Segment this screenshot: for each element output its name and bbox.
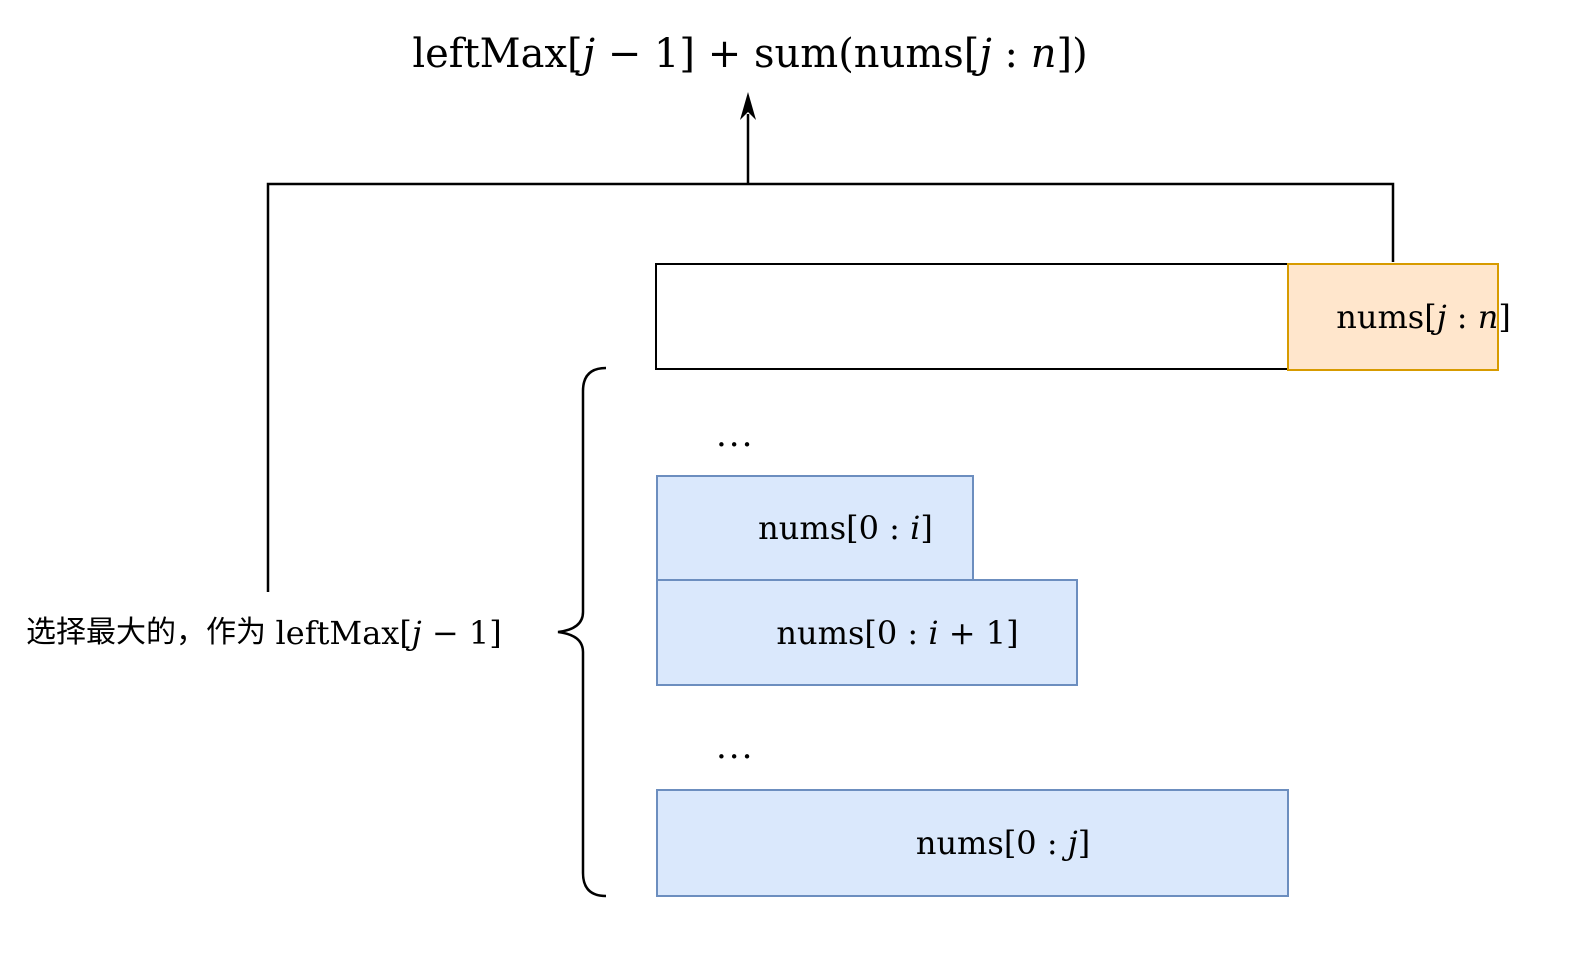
label-segment: leftMax[	[275, 614, 412, 652]
prefix-box-i: nums[0 : i]	[656, 475, 974, 581]
array-tail-box: nums[j : n]	[1287, 263, 1511, 371]
formula-segment: :	[991, 31, 1031, 77]
label-segment: nums[0 :	[776, 613, 929, 652]
arrow-head-icon	[740, 92, 756, 120]
label-segment: nums[0 :	[915, 824, 1068, 862]
ellipsis-bottom: ...	[716, 727, 755, 767]
label-segment: nums[0 :	[758, 509, 911, 547]
array-tail-label: nums[j : n]	[1275, 269, 1511, 365]
label-var-j: j	[411, 614, 422, 652]
prefix-box-i-plus-1: nums[0 : i + 1]	[656, 579, 1078, 686]
formula-segment: leftMax[	[412, 31, 583, 77]
formula-segment: ])	[1056, 31, 1088, 77]
ellipsis-top: ...	[716, 415, 755, 455]
prefix-box-j: nums[0 : j]	[656, 789, 1289, 897]
label-segment: nums[	[1336, 298, 1437, 336]
formula-label: leftMax[j − 1] + sum(nums[j : n])	[270, 24, 1230, 84]
label-segment: + 1]	[938, 613, 1019, 652]
prefix-box-i-label: nums[0 : i]	[697, 480, 933, 576]
label-segment: :	[1446, 298, 1478, 336]
label-var-i: i	[928, 613, 939, 652]
curly-brace-icon	[557, 366, 607, 898]
side-note-math: leftMax[j − 1]	[276, 617, 502, 649]
label-var-i: i	[910, 509, 921, 547]
prefix-box-i-plus-1-label: nums[0 : i + 1]	[715, 585, 1018, 681]
label-var-j: j	[1436, 298, 1447, 336]
formula-var-n: n	[1030, 31, 1057, 77]
label-var-j: j	[1067, 824, 1078, 862]
label-var-n: n	[1477, 298, 1499, 336]
label-segment: ]	[1077, 824, 1091, 862]
elbow-connector	[266, 182, 1395, 592]
formula-var-j: j	[979, 31, 992, 77]
side-note-cjk: 选择最大的，作为	[26, 615, 276, 650]
label-segment: ]	[1498, 298, 1511, 336]
prefix-box-j-label: nums[0 : j]	[855, 795, 1090, 891]
formula-var-j: j	[582, 31, 596, 77]
array-head-box	[655, 263, 1289, 370]
label-segment: ]	[920, 509, 933, 547]
formula-segment: − 1] + sum(nums[	[595, 31, 980, 77]
side-note: 选择最大的，作为 leftMax[j − 1]	[26, 607, 502, 659]
label-segment: − 1]	[421, 614, 502, 652]
